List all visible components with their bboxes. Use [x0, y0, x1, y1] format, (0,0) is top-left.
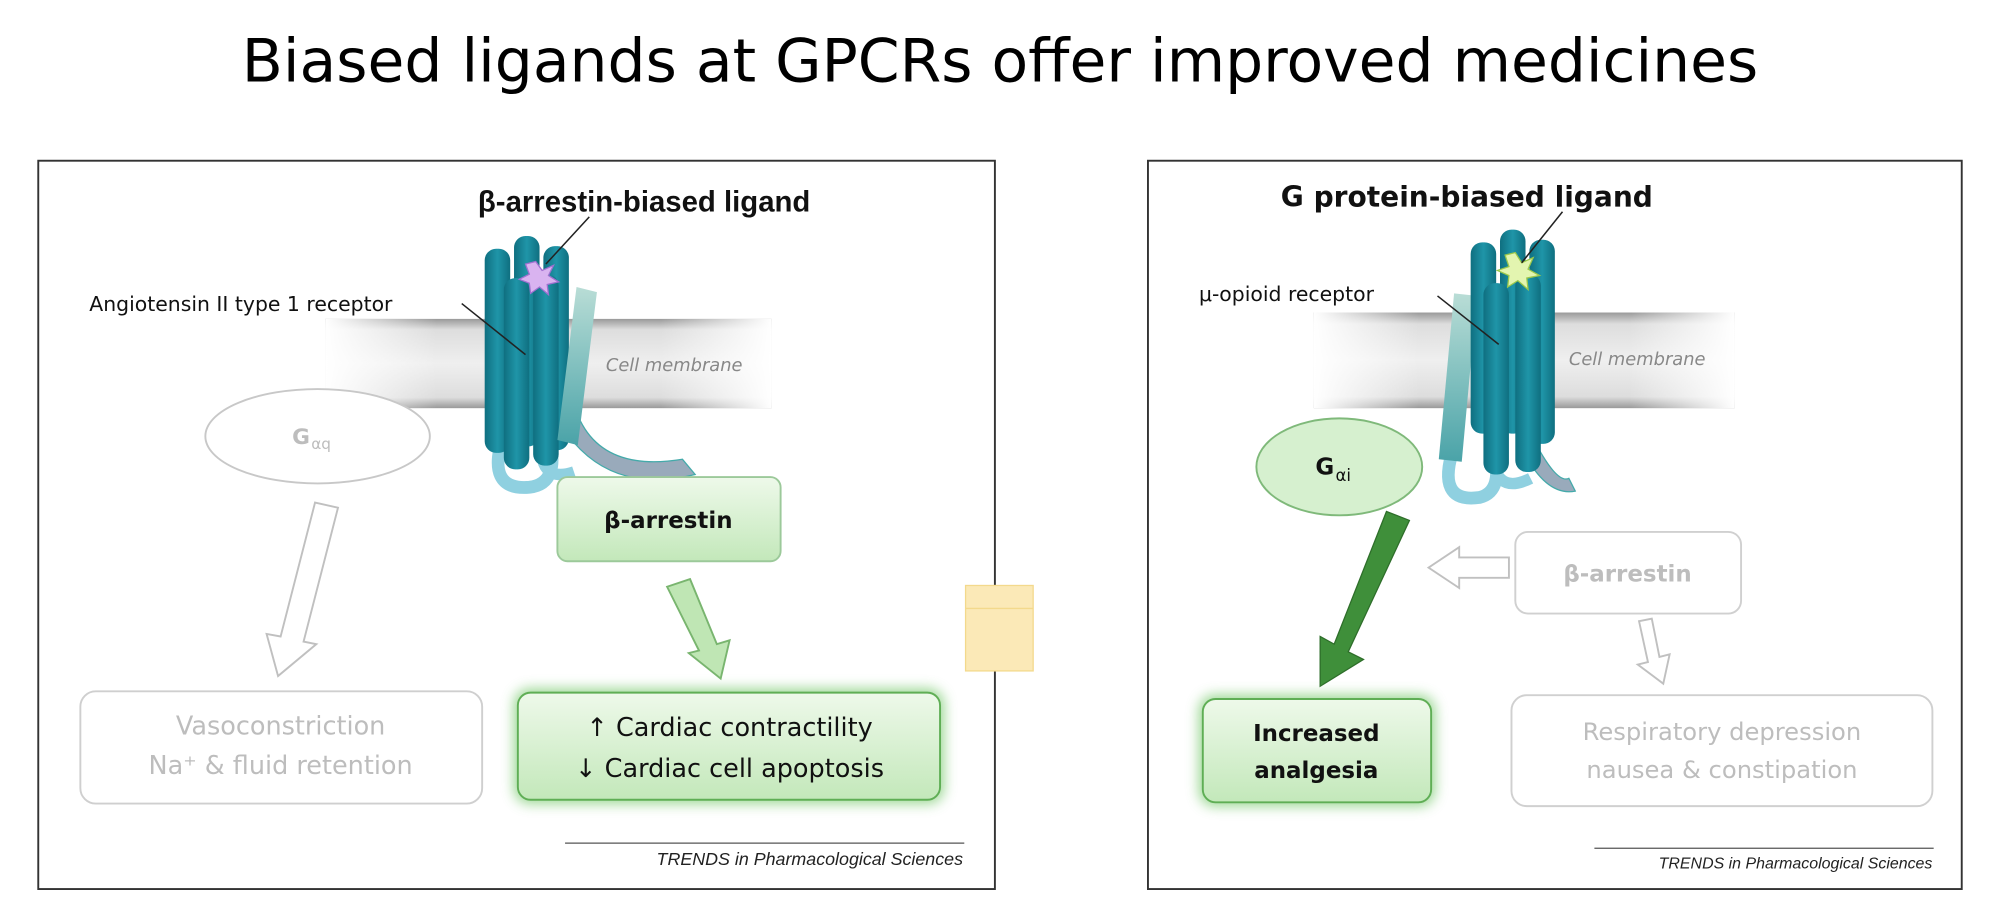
slide-title: Biased ligands at GPCRs offer improved m…	[242, 27, 1758, 97]
svg-text:↑ Cardiac contractility: ↑ Cardiac contractility	[586, 713, 872, 743]
dark-green-arrow-icon	[1319, 510, 1411, 688]
svg-text:β-arrestin: β-arrestin	[1563, 562, 1691, 588]
sticky-note	[964, 584, 1034, 672]
svg-text:Respiratory depression: Respiratory depression	[1583, 718, 1862, 746]
inactive-arrow-icon	[265, 501, 340, 678]
g-protein-alpha-q: G αq	[204, 388, 431, 485]
ligand-label: G protein-biased ligand	[1281, 181, 1653, 214]
svg-text:analgesia: analgesia	[1254, 758, 1378, 784]
receptor-label: μ-opioid receptor	[1199, 282, 1375, 306]
beta-arrestin-box-inactive: β-arrestin	[1514, 530, 1743, 615]
inactive-left-arrow-icon	[1426, 545, 1510, 590]
svg-text:αi: αi	[1335, 466, 1351, 485]
right-panel: Cell membrane G αi G protein-biased liga…	[1147, 159, 1963, 890]
analgesia-box: Increased analgesia	[1198, 695, 1435, 807]
source-credit: TRENDS in Pharmacological Sciences	[1659, 856, 1933, 873]
g-protein-alpha-i: G αi	[1255, 417, 1424, 517]
vasoconstriction-box: Vasoconstriction Na⁺ & fluid retention	[79, 690, 484, 805]
ligand-star-icon	[1495, 251, 1542, 292]
svg-text:β-arrestin: β-arrestin	[604, 508, 732, 534]
cardiac-outcome-box: ↑ Cardiac contractility ↓ Cardiac cell a…	[514, 688, 944, 804]
membrane-label: Cell membrane	[606, 355, 743, 376]
green-arrow-icon	[665, 577, 731, 681]
receptor-label: Angiotensin II type 1 receptor	[89, 292, 393, 316]
svg-text:αq: αq	[311, 435, 331, 453]
svg-text:Vasoconstriction: Vasoconstriction	[176, 712, 385, 742]
svg-text:Increased: Increased	[1253, 721, 1379, 747]
svg-text:nausea & constipation: nausea & constipation	[1586, 756, 1857, 784]
receptor-icon	[484, 235, 697, 494]
svg-text:G: G	[292, 425, 310, 450]
inactive-down-arrow-icon	[1635, 617, 1671, 686]
svg-text:Na⁺ & fluid retention: Na⁺ & fluid retention	[149, 751, 413, 781]
svg-text:↓ Cardiac cell apoptosis: ↓ Cardiac cell apoptosis	[575, 754, 884, 784]
source-credit: TRENDS in Pharmacological Sciences	[657, 849, 964, 869]
side-effects-box: Respiratory depression nausea & constipa…	[1510, 694, 1934, 808]
receptor-icon	[1438, 229, 1577, 505]
ligand-star-icon	[517, 260, 561, 297]
beta-arrestin-box: β-arrestin	[556, 476, 782, 563]
membrane-label: Cell membrane	[1569, 349, 1706, 370]
ligand-label: β-arrestin-biased ligand	[478, 186, 810, 219]
svg-text:G: G	[1315, 454, 1334, 480]
left-panel: Cell membrane β-arrestin-biased ligand A…	[37, 159, 996, 890]
